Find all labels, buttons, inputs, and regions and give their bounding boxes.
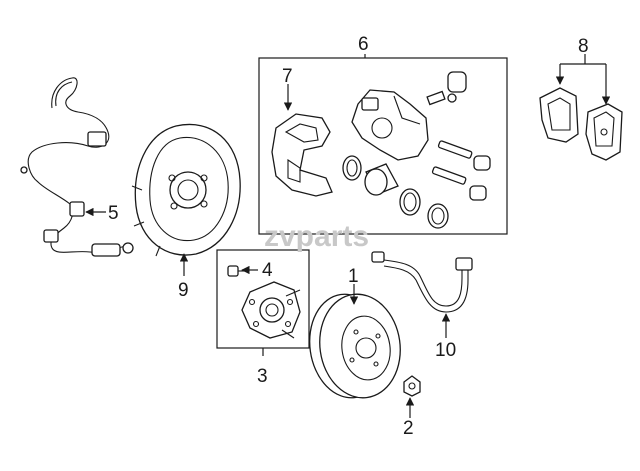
callout-2: 2 — [403, 418, 414, 439]
callout-10: 10 — [435, 340, 456, 361]
hub-bolt — [227, 265, 248, 277]
callout-9: 9 — [178, 280, 189, 301]
callout-5: 5 — [108, 203, 119, 224]
piston-and-seals — [342, 155, 449, 229]
bleeder-screw-and-cap — [426, 71, 467, 106]
callout-6: 6 — [358, 34, 369, 55]
callout-3: 3 — [257, 366, 268, 387]
backing-plate — [131, 123, 241, 257]
caliper-bracket — [271, 113, 333, 197]
lug-nut — [403, 375, 421, 397]
brake-hose — [371, 251, 473, 313]
callout-8: 8 — [578, 36, 589, 57]
abs-sensor-wire — [20, 77, 134, 257]
hub-bearing — [241, 281, 301, 339]
callout-1: 1 — [348, 266, 359, 287]
caliper-assembly-box — [258, 57, 508, 235]
brake-pads — [539, 87, 623, 161]
leader-lines — [85, 54, 611, 418]
callout-7: 7 — [282, 66, 293, 87]
callout-4: 4 — [262, 260, 273, 281]
watermark-text: zvparts — [264, 220, 369, 253]
guide-pins — [431, 140, 491, 201]
brake-rotor — [309, 293, 401, 399]
caliper-body — [351, 89, 429, 161]
